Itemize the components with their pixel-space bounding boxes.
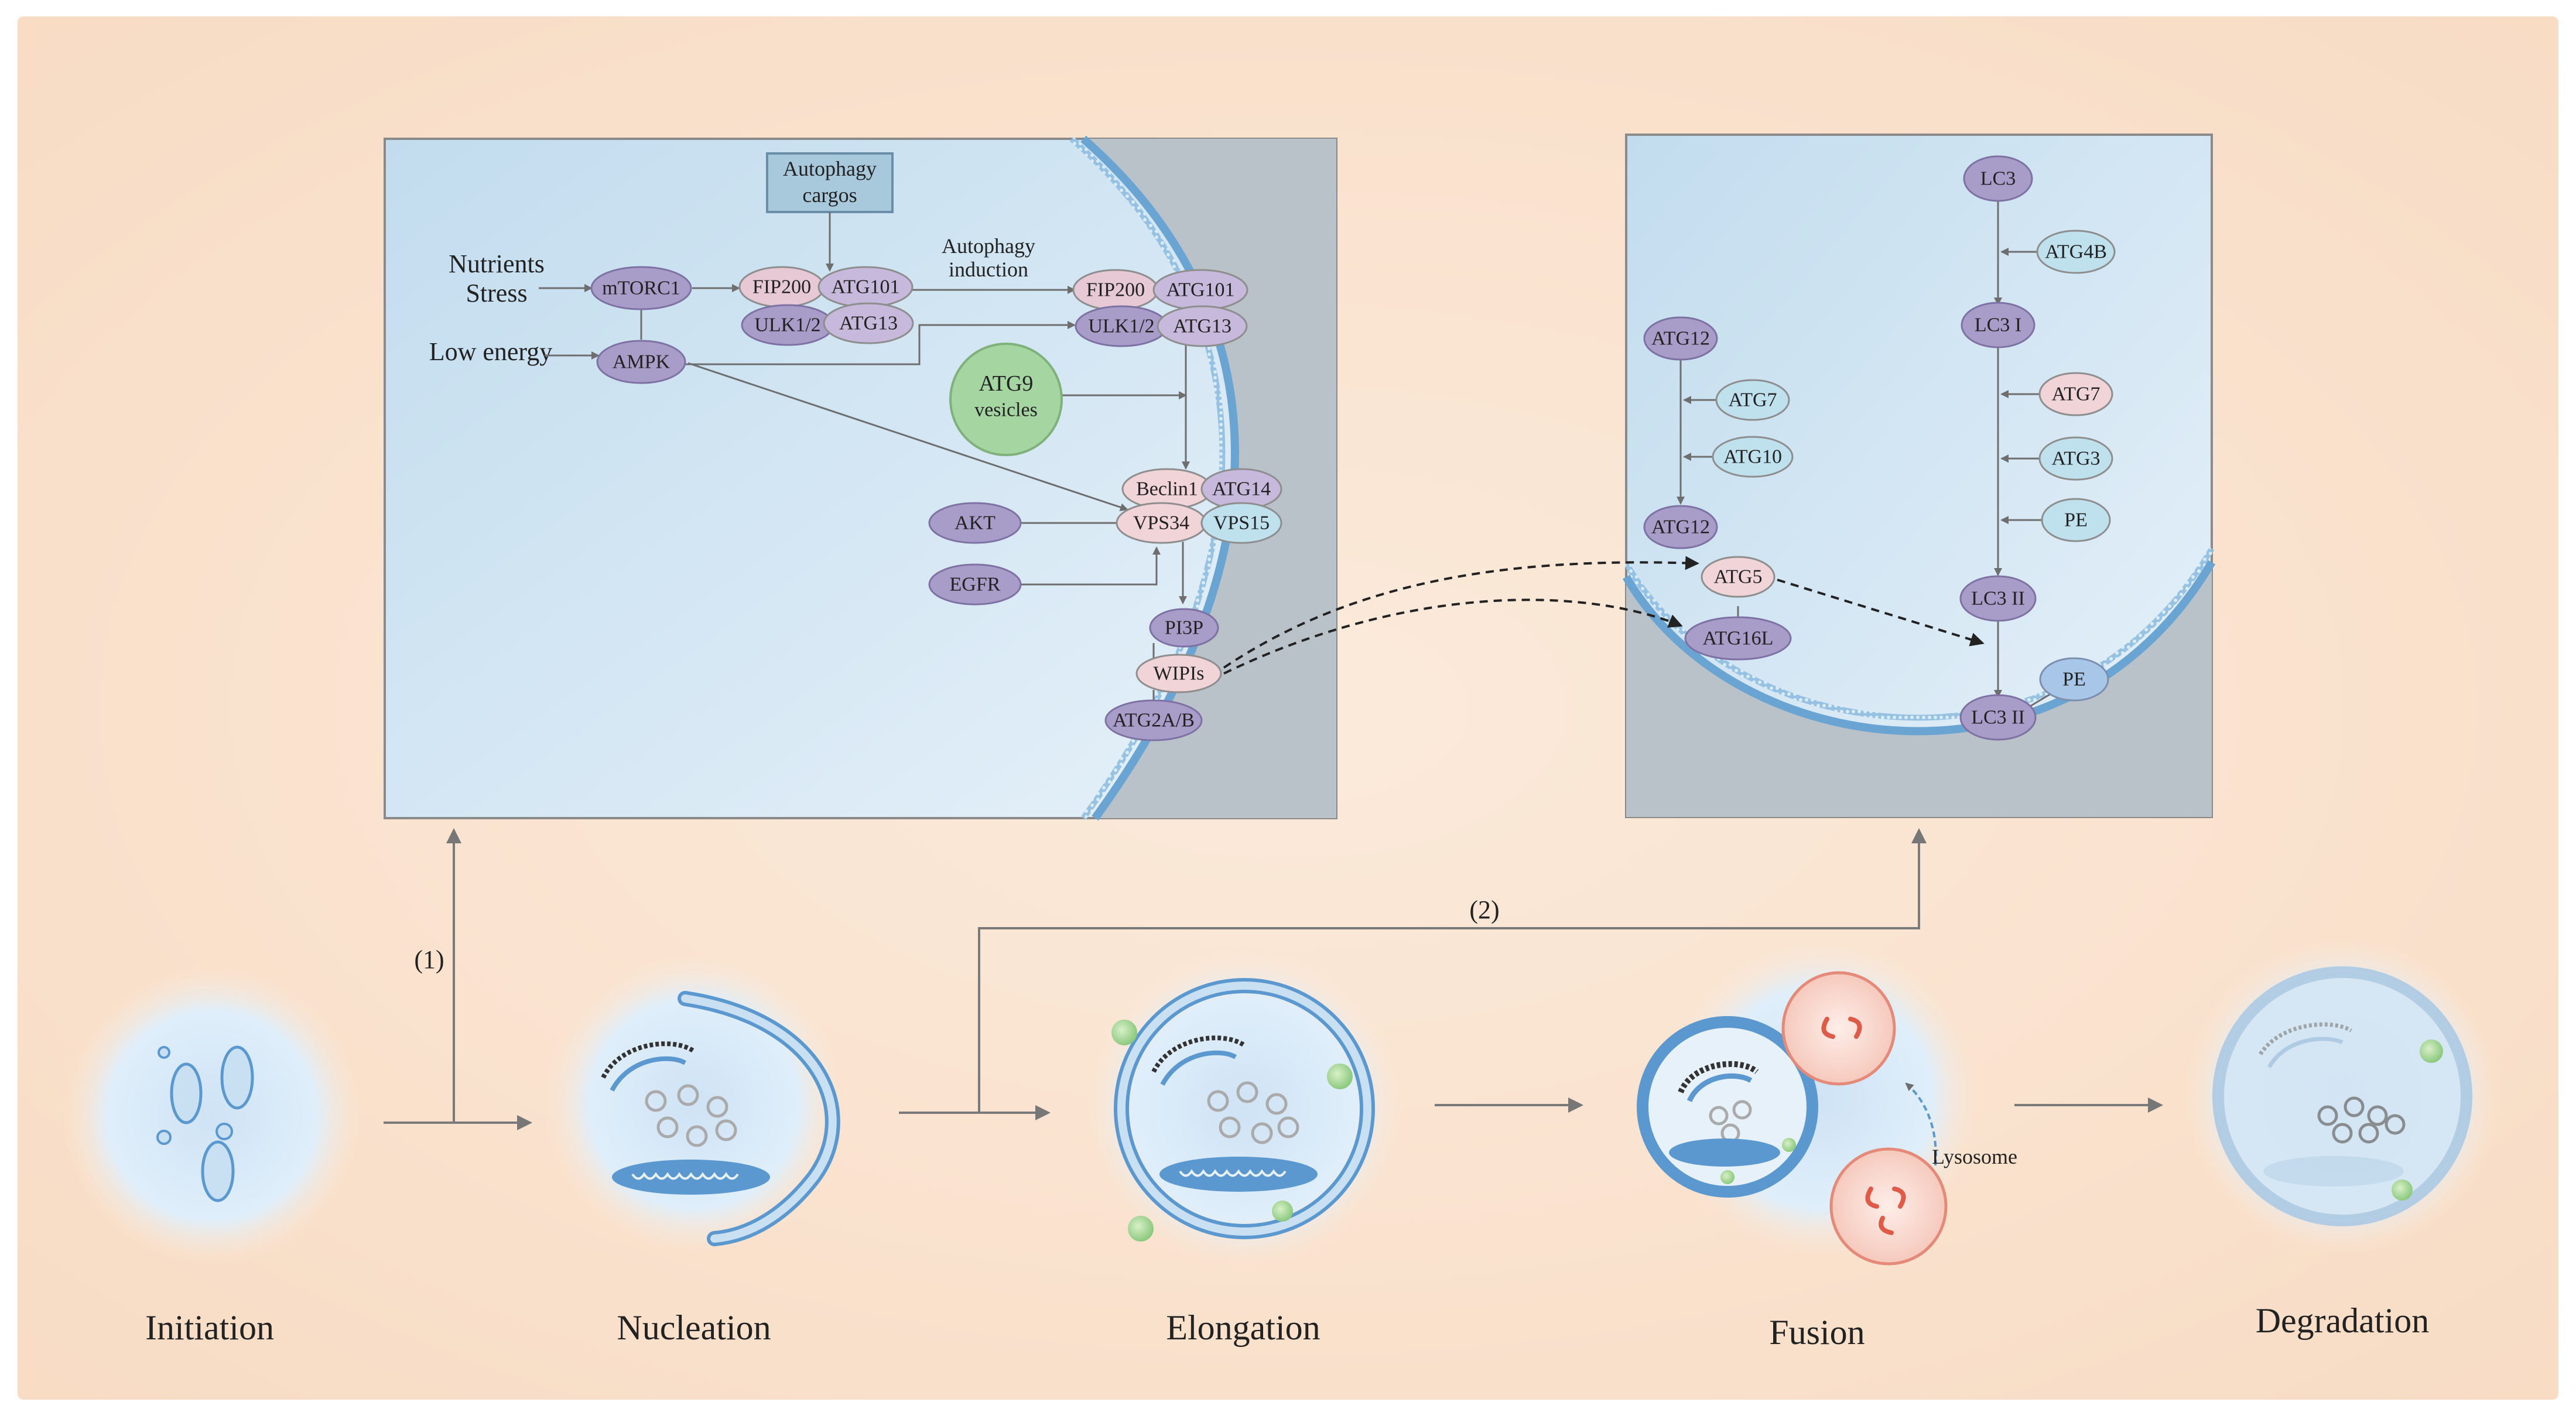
svg-text:ATG16L: ATG16L [1703, 628, 1774, 649]
stage-labels: Initiation Nucleation Elongation Fusion … [145, 1301, 2429, 1352]
atg13-node-a: ATG13 [823, 302, 914, 344]
cargos-label-line1: Autophagy [783, 157, 877, 180]
induction-label-line2: induction [949, 258, 1028, 281]
svg-text:ATG13: ATG13 [1173, 316, 1231, 337]
svg-text:ATG14: ATG14 [1212, 478, 1271, 500]
beclin1-node: Beclin1 [1121, 468, 1213, 510]
ampk-node: AMPK [596, 340, 686, 384]
cargos-label-line2: cargos [802, 183, 857, 207]
svg-text:VPS34: VPS34 [1133, 512, 1189, 534]
lc3-ii-node-a: LC3 II [1959, 575, 2037, 622]
atg101-node-a: ATG101 [817, 266, 914, 308]
dashed-connectors [1223, 556, 1985, 675]
svg-text:FIP200: FIP200 [1086, 279, 1145, 301]
pathway-arrows [384, 828, 2163, 1130]
atg7-node-b: ATG7 [2038, 372, 2113, 416]
atg4b-node: ATG4B [2036, 230, 2116, 274]
svg-text:FIP200: FIP200 [752, 276, 811, 298]
stage-label-nucleation: Nucleation [617, 1308, 771, 1347]
fusion-cell: Lysosome [1637, 940, 2017, 1266]
atg3-node: ATG3 [2038, 436, 2113, 481]
fip200-node-b: FIP200 [1072, 269, 1159, 311]
stage-label-elongation: Elongation [1166, 1308, 1320, 1347]
svg-text:Beclin1: Beclin1 [1136, 478, 1198, 500]
lc3-ii-node-b: LC3 II [1959, 694, 2037, 741]
svg-text:ULK1/2: ULK1/2 [754, 314, 820, 336]
atg12-node-mid: ATG12 [1643, 505, 1718, 549]
akt-node: AKT [928, 502, 1022, 544]
low-energy-label: Low energy [429, 337, 553, 366]
svg-text:ATG4B: ATG4B [2045, 241, 2107, 263]
svg-text:PI3P: PI3P [1165, 617, 1203, 639]
svg-text:AMPK: AMPK [613, 351, 670, 373]
svg-text:mTORC1: mTORC1 [602, 278, 680, 299]
atg10-node: ATG10 [1712, 436, 1794, 478]
autophagy-cargos-box [766, 152, 894, 213]
path-label-1: (1) [414, 945, 444, 974]
svg-text:AKT: AKT [955, 512, 995, 534]
nutrients-label: Nutrients [449, 249, 545, 278]
svg-text:ATG101: ATG101 [831, 276, 899, 298]
svg-text:LC3 II: LC3 II [1971, 588, 2025, 610]
atg13-node-b: ATG13 [1157, 305, 1248, 347]
atg5-node: ATG5 [1701, 556, 1776, 598]
ulk-node-b: ULK1/2 [1075, 305, 1168, 347]
lc3-node: LC3 [1963, 155, 2033, 202]
svg-text:vesicles: vesicles [974, 399, 1038, 421]
svg-text:ATG13: ATG13 [839, 313, 898, 334]
svg-text:ATG12: ATG12 [1651, 328, 1710, 350]
stage-label-initiation: Initiation [145, 1308, 274, 1347]
pe-node-b: PE [2039, 657, 2109, 702]
pe-node-a: PE [2041, 498, 2111, 542]
atg7-node-a: ATG7 [1715, 379, 1790, 421]
stage-label-degradation: Degradation [2256, 1301, 2430, 1340]
ulk-node-a: ULK1/2 [741, 304, 834, 346]
svg-text:ATG7: ATG7 [2051, 384, 2100, 405]
svg-text:ATG5: ATG5 [1713, 566, 1762, 588]
atg12-node-top: ATG12 [1643, 316, 1718, 361]
svg-text:ATG101: ATG101 [1166, 279, 1234, 301]
elongation-cell [1086, 950, 1402, 1267]
svg-text:LC3 II: LC3 II [1971, 707, 2025, 729]
lc3-i-node: LC3 I [1961, 302, 2036, 348]
wipis-node: WIPIs [1135, 654, 1222, 693]
svg-text:PE: PE [2064, 510, 2088, 531]
svg-text:LC3: LC3 [1980, 168, 2016, 190]
nucleation-cell [545, 955, 843, 1253]
induction-label-line1: Autophagy [942, 234, 1035, 258]
svg-text:ATG2A/B: ATG2A/B [1113, 710, 1195, 731]
svg-text:ATG12: ATG12 [1651, 517, 1710, 538]
stage-label-fusion: Fusion [1769, 1313, 1865, 1352]
atg16l-node: ATG16L [1684, 616, 1792, 661]
initiation-cell [63, 966, 361, 1265]
svg-text:ATG3: ATG3 [2051, 448, 2100, 470]
fip200-node-a: FIP200 [738, 266, 825, 308]
atg9-vesicles-node: ATG9 vesicles [949, 343, 1063, 456]
svg-text:PE: PE [2062, 669, 2086, 690]
vps34-node: VPS34 [1116, 502, 1207, 544]
svg-text:VPS15: VPS15 [1213, 512, 1270, 534]
svg-text:ULK1/2: ULK1/2 [1088, 316, 1154, 337]
svg-text:WIPIs: WIPIs [1154, 663, 1205, 685]
svg-text:EGFR: EGFR [950, 574, 1001, 596]
atg101-node-b: ATG101 [1152, 269, 1248, 311]
svg-text:ATG10: ATG10 [1723, 446, 1782, 468]
path-label-2: (2) [1469, 895, 1499, 924]
mtorc1-node: mTORC1 [590, 266, 692, 310]
degradation-cell [2184, 938, 2500, 1254]
vps15-node: VPS15 [1200, 502, 1282, 544]
lysosome-label: Lysosome [1932, 1145, 2017, 1168]
right-conjugation-panel: ATG12 ATG7 ATG10 ATG12 ATG5 ATG16L LC3 A… [1622, 134, 2216, 818]
left-signaling-panel: Autophagy cargos Autophagy induction Nut… [384, 135, 1337, 821]
egfr-node: EGFR [928, 563, 1022, 606]
pi3p-node: PI3P [1149, 608, 1219, 648]
svg-text:ATG9: ATG9 [979, 371, 1034, 396]
svg-text:LC3 I: LC3 I [1975, 314, 2021, 336]
atg2ab-node: ATG2A/B [1104, 699, 1203, 741]
svg-text:ATG7: ATG7 [1728, 389, 1777, 411]
stress-label: Stress [466, 279, 527, 307]
